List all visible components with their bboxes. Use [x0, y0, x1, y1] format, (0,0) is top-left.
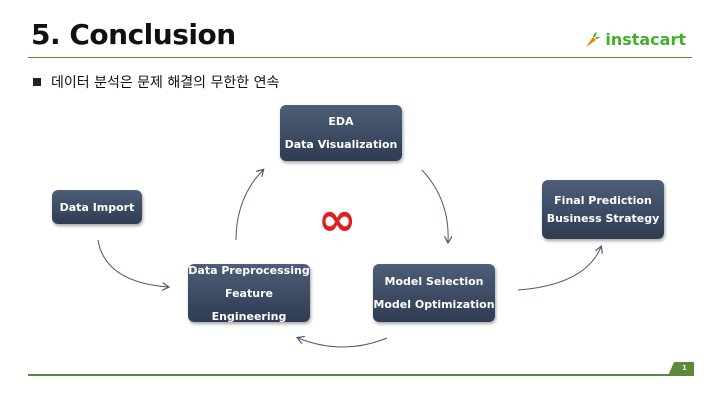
bullet-point: 데이터 분석은 문제 해결의 무한한 연속: [33, 72, 279, 92]
data-visualization-label: Data Visualization: [284, 138, 398, 151]
final-prediction-label: Final Prediction: [554, 193, 652, 207]
page-number: 1: [682, 364, 687, 372]
arrow-import-to-prep: [97, 239, 168, 287]
footer-divider: [28, 374, 692, 376]
logo-text: instacart: [605, 30, 686, 49]
data-preprocessing-label: Data Preprocessing: [188, 263, 310, 277]
infinity-icon: ∞: [318, 192, 357, 246]
page-tab-shape: [668, 362, 694, 376]
model-selection-box: Model Selection Model Optimization: [373, 264, 495, 322]
arrow-prep-to-eda: [235, 170, 263, 241]
slide-title: 5. Conclusion: [31, 18, 236, 51]
arrow-model-to-prep: [298, 338, 388, 348]
arrow-eda-to-model: [421, 169, 448, 242]
final-prediction-box: Final Prediction Business Strategy: [542, 180, 664, 239]
feature-engineering-label: Feature Engineering: [211, 286, 287, 323]
data-import-box: Data Import: [52, 190, 142, 224]
instacart-logo: instacart: [583, 30, 686, 49]
bullet-square-icon: [33, 78, 41, 86]
model-optimization-label: Model Optimization: [373, 298, 495, 311]
data-preprocessing-box: Data Preprocessing Feature Engineering: [188, 264, 310, 323]
eda-label: EDA: [328, 115, 354, 128]
title-divider: [28, 57, 692, 58]
eda-box: EDA Data Visualization: [280, 105, 402, 161]
model-selection-label: Model Selection: [384, 275, 484, 288]
business-strategy-label: Business Strategy: [546, 211, 660, 225]
data-import-label: Data Import: [59, 200, 135, 214]
bullet-text: 데이터 분석은 문제 해결의 무한한 연속: [51, 75, 280, 91]
arrow-model-to-final: [517, 247, 601, 291]
carrot-icon: [586, 31, 601, 47]
